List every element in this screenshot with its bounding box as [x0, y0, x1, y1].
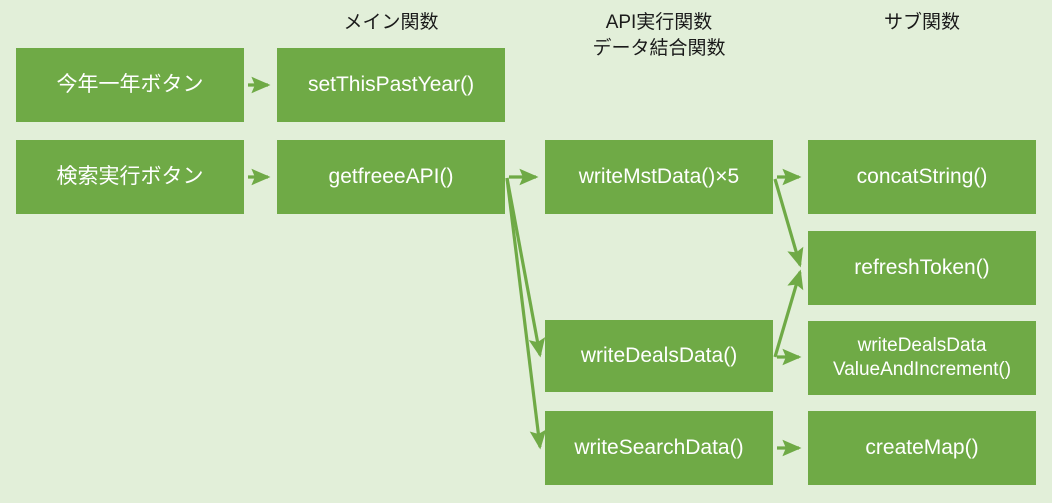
node-write-mst-data[interactable]: writeMstData()×5 — [545, 140, 773, 214]
node-concat-string[interactable]: concatString() — [808, 140, 1036, 214]
node-get-freee-api[interactable]: getfreeeAPI() — [277, 140, 505, 214]
node-refresh-token[interactable]: refreshToken() — [808, 231, 1036, 305]
column-header-api-functions: API実行関数 データ結合関数 — [592, 12, 726, 59]
node-btn-this-past-year[interactable]: 今年一年ボタン — [16, 48, 244, 122]
node-btn-search-exec[interactable]: 検索実行ボタン — [16, 140, 244, 214]
edge-api-to-deals — [505, 177, 546, 358]
edge-deals-to-refresh — [773, 269, 804, 358]
column-header-main-functions: メイン関数 — [343, 12, 439, 33]
node-write-deals-data[interactable]: writeDealsData() — [545, 320, 773, 392]
node-set-this-past-year[interactable]: setThisPastYear() — [277, 48, 505, 122]
node-write-search-data[interactable]: writeSearchData() — [545, 411, 773, 485]
column-header-sub-functions: サブ関数 — [883, 12, 960, 33]
node-create-map[interactable]: createMap() — [808, 411, 1036, 485]
edge-mst-to-refresh — [773, 178, 804, 268]
node-write-deals-data-value-and-increment[interactable]: writeDealsData ValueAndIncrement() — [808, 321, 1036, 395]
edge-api-to-search — [505, 177, 547, 450]
